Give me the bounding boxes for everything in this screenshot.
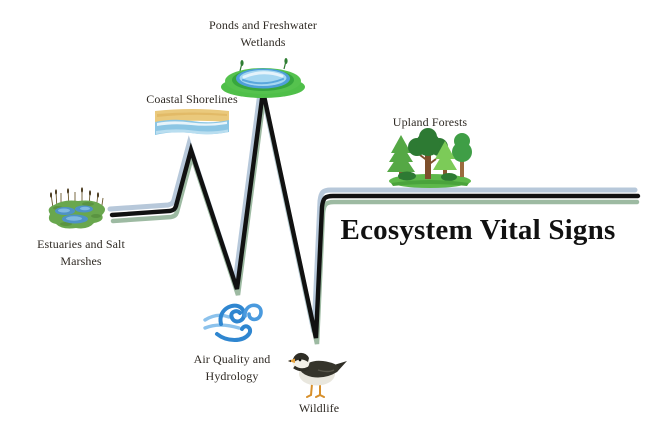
label-air-quality-hydrology: Air Quality and Hydrology xyxy=(193,352,271,383)
trace-blue xyxy=(107,84,638,333)
wind-swirl-icon xyxy=(203,303,263,342)
label-upland-forests: Upland Forests xyxy=(392,115,468,129)
pond-wetland-icon xyxy=(221,58,305,98)
estuaries-marsh-icon xyxy=(48,187,105,229)
trace-black xyxy=(109,90,641,339)
label-coastal-shorelines: Coastal Shorelines xyxy=(146,92,238,106)
label-ponds-freshwater-wetlands: Ponds and Freshwater Wetlands xyxy=(209,18,317,49)
plover-bird-icon xyxy=(288,352,347,398)
page-title: Ecosystem Vital Signs xyxy=(340,214,616,246)
label-estuaries-salt-marshes: Estuaries and Salt Marshes xyxy=(37,237,125,268)
coastal-shoreline-icon xyxy=(155,109,229,135)
label-wildlife: Wildlife xyxy=(298,401,340,415)
upland-forest-icon xyxy=(387,128,472,188)
